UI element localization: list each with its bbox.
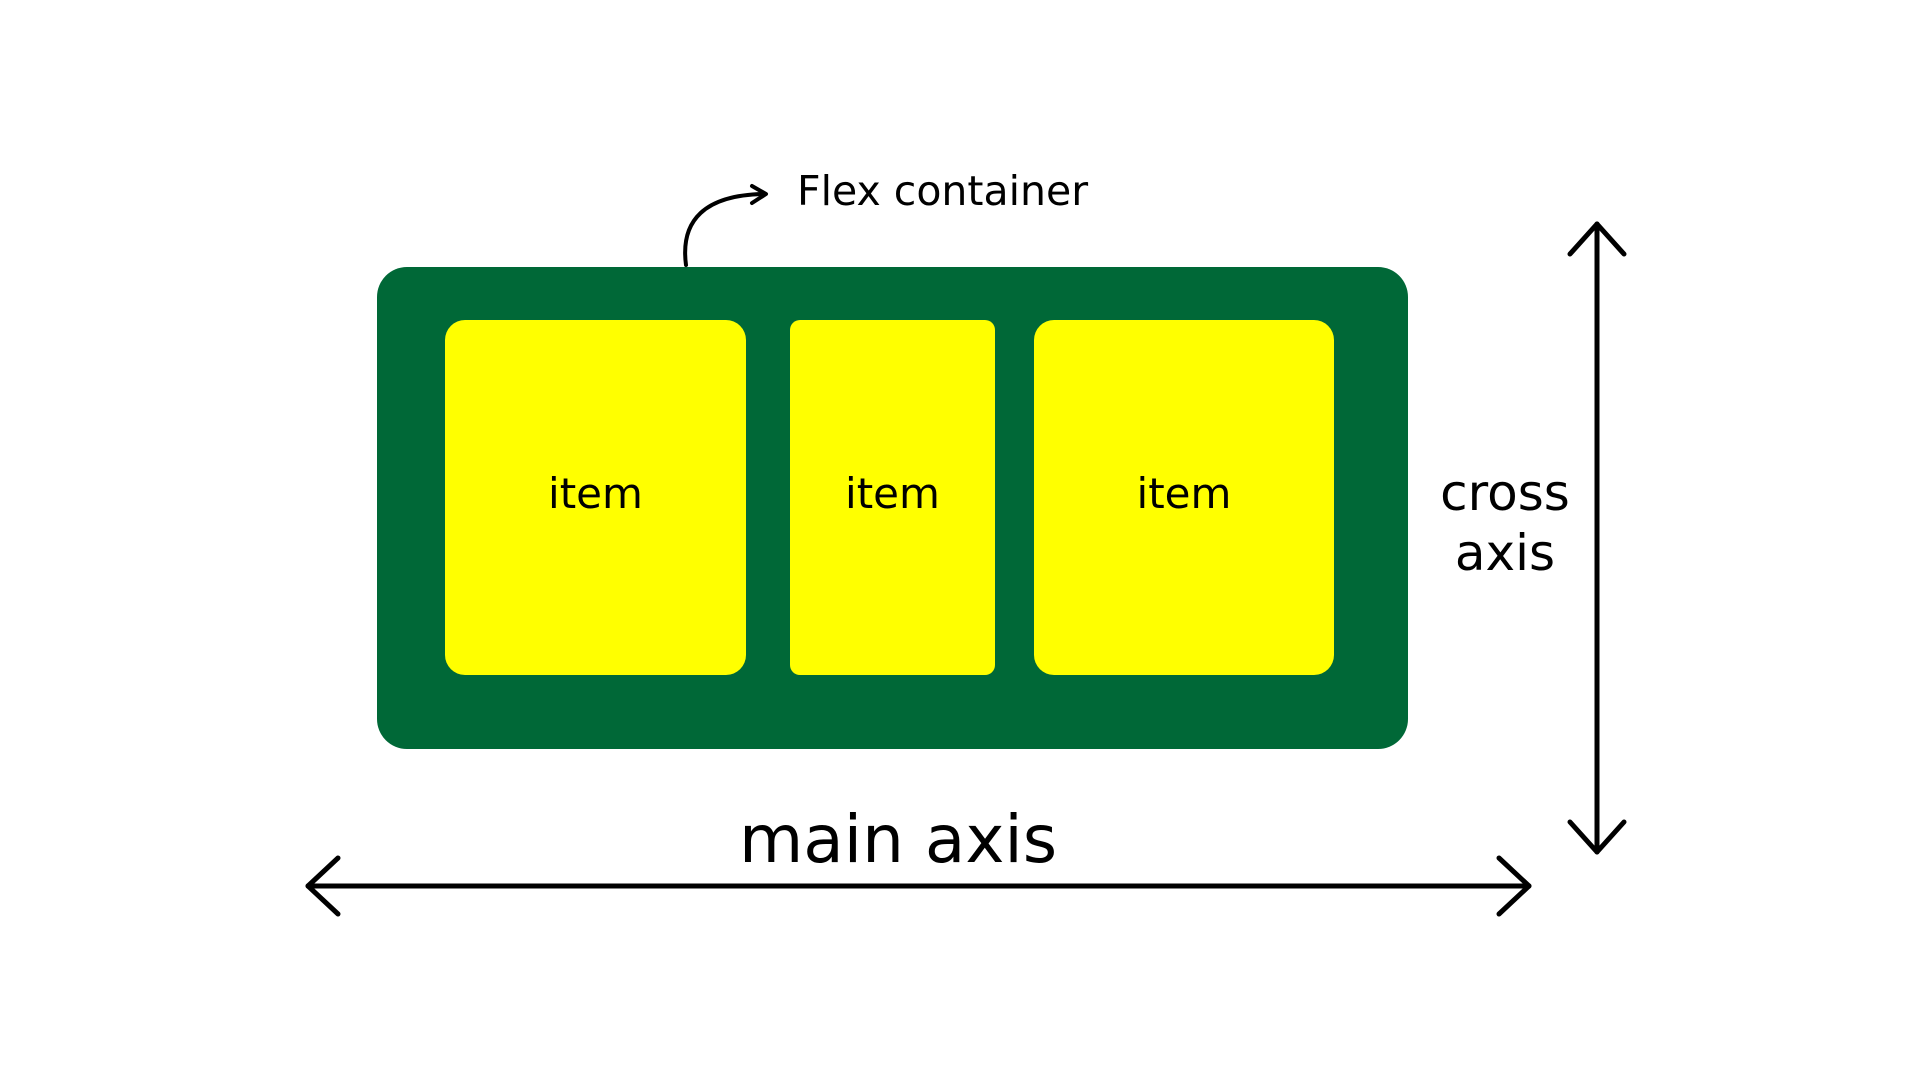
- flex-item-2: item: [790, 320, 995, 675]
- flex-item-3: item: [1034, 320, 1334, 675]
- flex-item-1-label: item: [548, 469, 643, 518]
- flex-item-3-label: item: [1136, 469, 1232, 518]
- flex-item-1: item: [445, 320, 746, 675]
- cross-axis-label: cross axis: [1440, 464, 1570, 582]
- curved-arrow-icon: [683, 184, 768, 267]
- main-axis-label: main axis: [739, 801, 1058, 878]
- double-headed-horizontal-arrow-icon: [305, 855, 1532, 917]
- flex-container-label: Flex container: [797, 167, 1089, 215]
- flex-item-2-label: item: [845, 469, 940, 518]
- double-headed-vertical-arrow-icon: [1567, 221, 1627, 855]
